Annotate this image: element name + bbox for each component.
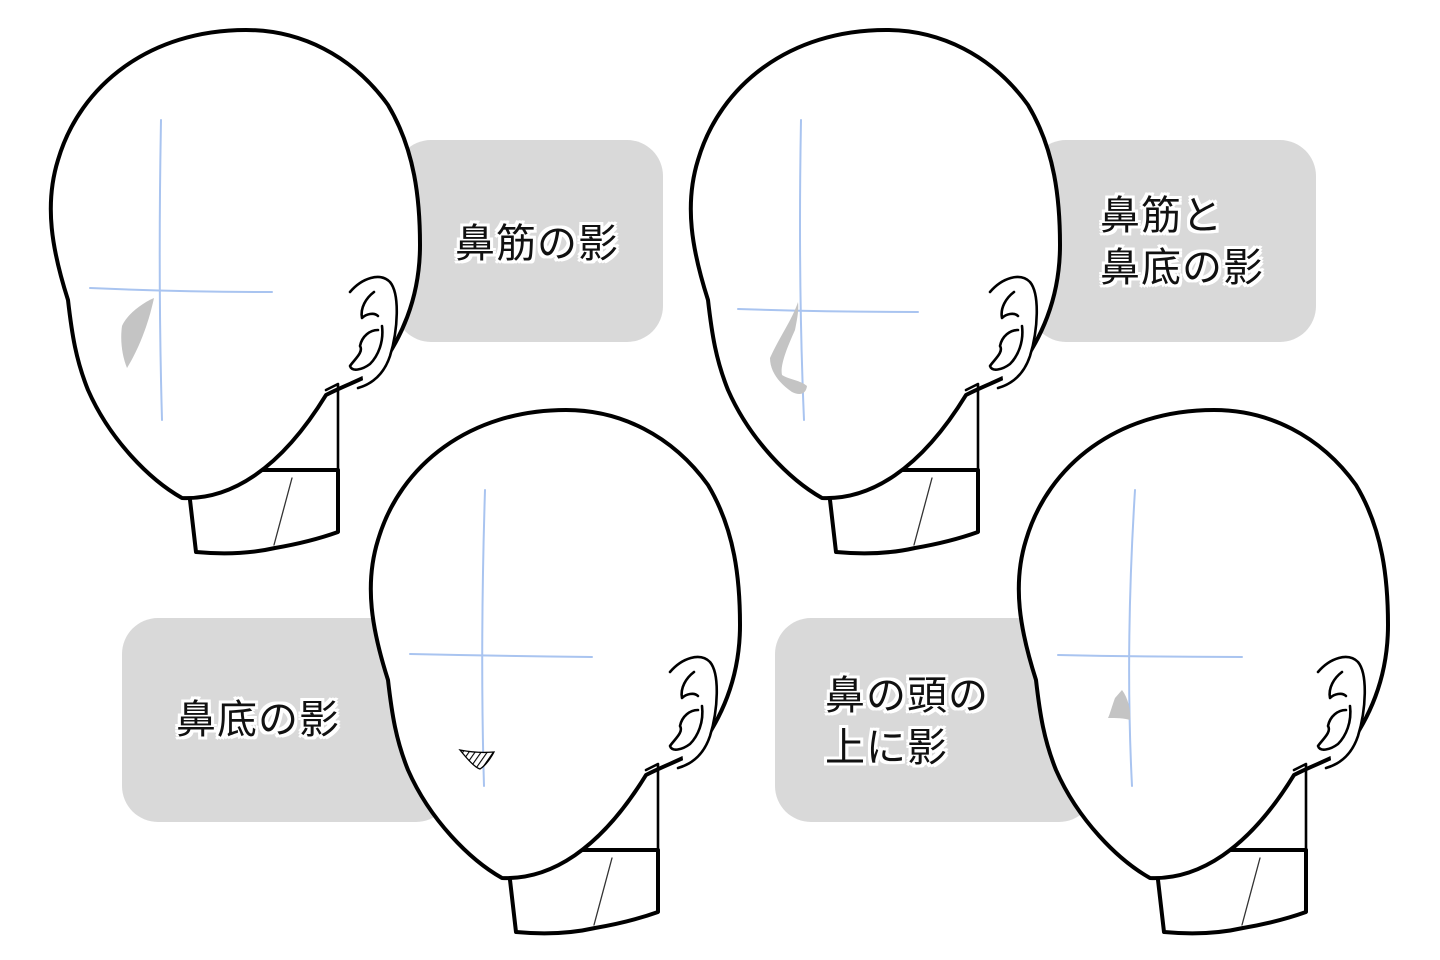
horizontal-guide-line — [89, 287, 273, 293]
head-bridge-and-base-shadow — [688, 28, 1062, 556]
nose-bridge-shadow — [121, 298, 154, 368]
nose-bridge-and-base-shadow — [770, 302, 807, 394]
label-bridge-shadow: 鼻筋の影 — [455, 221, 619, 267]
nose-base-hatched-shadow — [458, 749, 496, 770]
label-bridge-and-base-shadow: 鼻筋と 鼻底の影 — [1100, 193, 1264, 291]
nose-tip-top-shadow — [1108, 690, 1131, 720]
label-tip-top-shadow: 鼻の頭の 上に影 — [825, 673, 989, 771]
label-base-shadow: 鼻底の影 — [176, 697, 340, 743]
label-box-bridge-and-base-shadow — [1030, 140, 1316, 342]
head-base-shadow — [368, 408, 742, 936]
label-box-bridge-shadow — [395, 140, 663, 342]
head-bridge-shadow — [48, 28, 422, 556]
head-tip-top-shadow — [1016, 408, 1390, 936]
vertical-guide-line — [158, 119, 163, 421]
